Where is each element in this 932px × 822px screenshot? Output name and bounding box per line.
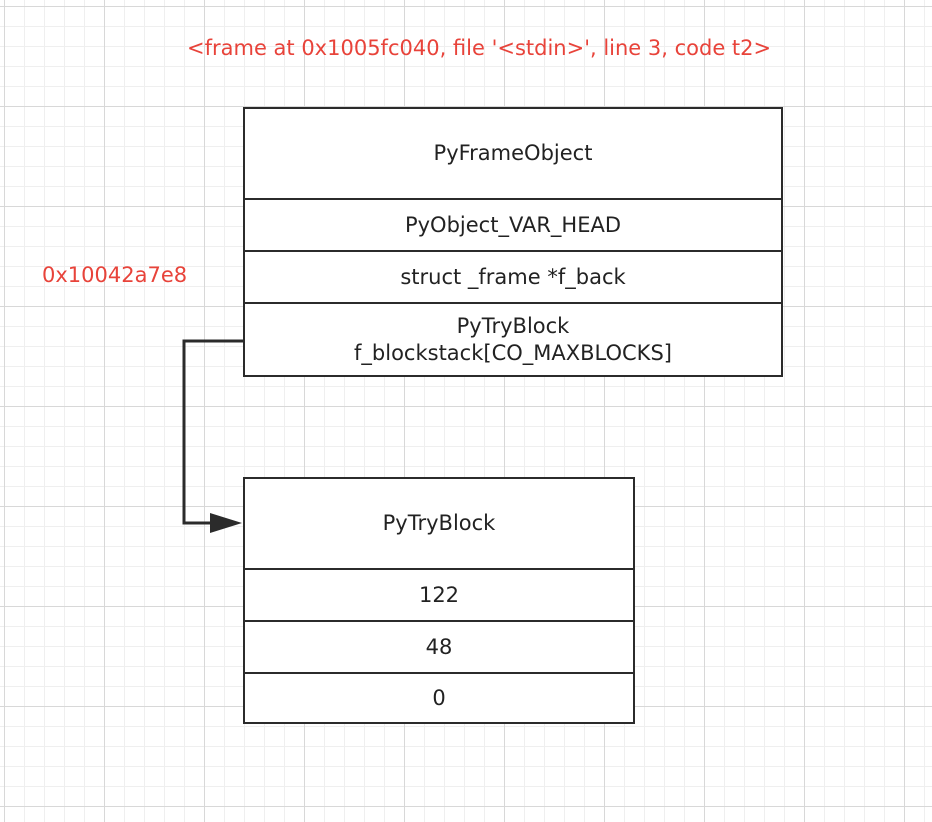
- field-blockstack-type: PyTryBlock: [456, 313, 570, 338]
- field-f-back: struct _frame *f_back: [245, 252, 781, 304]
- field-var-head: PyObject_VAR_HEAD: [245, 200, 781, 252]
- try-block-value: 48: [245, 622, 633, 674]
- struct-title: PyFrameObject: [245, 109, 781, 200]
- py-try-block-struct: PyTryBlock 122 48 0: [243, 477, 635, 724]
- try-block-value: 0: [245, 674, 633, 722]
- arrow-head-icon: [210, 513, 242, 533]
- arrow-line: [182, 339, 243, 525]
- field-f-blockstack: PyTryBlock f_blockstack[CO_MAXBLOCKS]: [245, 304, 781, 375]
- frame-caption: <frame at 0x1005fc040, file '<stdin>', l…: [187, 36, 772, 60]
- py-frame-object-struct: PyFrameObject PyObject_VAR_HEAD struct _…: [243, 107, 783, 377]
- field-blockstack-name: f_blockstack[CO_MAXBLOCKS]: [354, 340, 672, 365]
- struct-title: PyTryBlock: [245, 479, 633, 570]
- try-block-value: 122: [245, 570, 633, 622]
- frame-address-label: 0x10042a7e8: [42, 263, 188, 287]
